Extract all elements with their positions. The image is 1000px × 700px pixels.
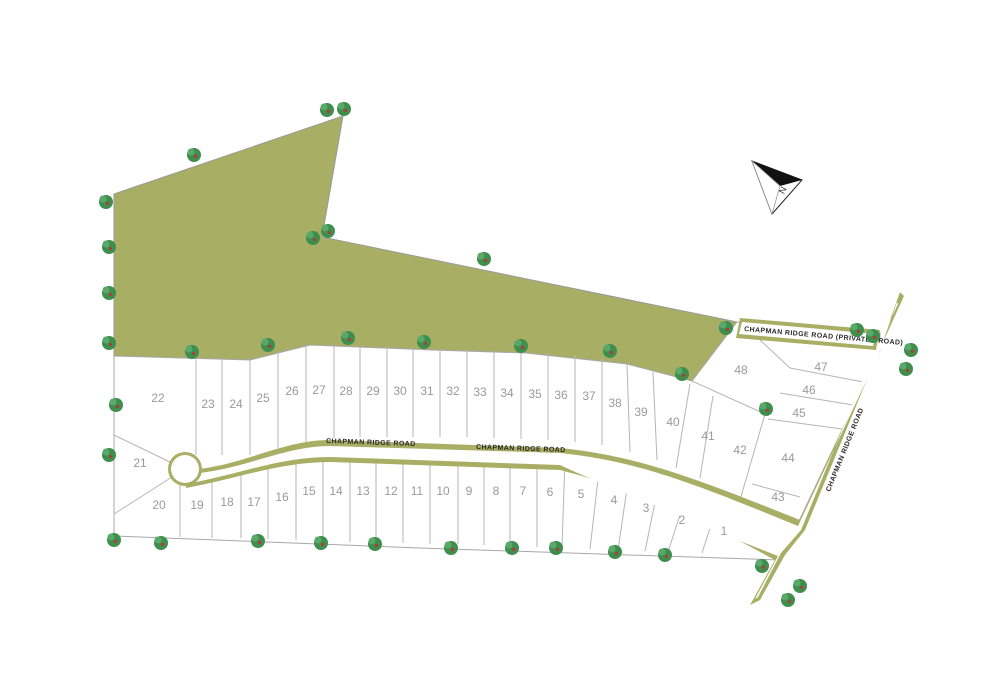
trees [99, 102, 918, 607]
tree-icon [755, 559, 769, 573]
tree-icon [306, 231, 320, 245]
tree-icon [320, 103, 334, 117]
tree-icon [444, 541, 458, 555]
lot-number-30: 30 [393, 384, 407, 398]
lot-number-26: 26 [285, 384, 299, 398]
tree-icon [99, 195, 113, 209]
tree-icon [549, 541, 563, 555]
tree-icon [719, 321, 733, 335]
lot-number-36: 36 [554, 388, 568, 402]
lot-number-7: 7 [520, 484, 527, 498]
lot-number-3: 3 [643, 501, 650, 515]
lot-number-25: 25 [256, 391, 270, 405]
north-arrow-icon: N [751, 160, 803, 216]
lot-number-47: 47 [814, 360, 828, 374]
tree-icon [321, 224, 335, 238]
tree-icon [866, 329, 880, 343]
tree-icon [185, 345, 199, 359]
tree-icon [904, 343, 918, 357]
road-network [168, 292, 904, 605]
tree-icon [658, 548, 672, 562]
lot-number-4: 4 [611, 493, 618, 507]
lot-number-48: 48 [734, 363, 748, 377]
lot-number-17: 17 [247, 495, 261, 509]
lot-number-18: 18 [220, 495, 234, 509]
tree-icon [417, 335, 431, 349]
tree-icon [102, 336, 116, 350]
tree-icon [102, 240, 116, 254]
tree-icon [514, 339, 528, 353]
lot-number-11: 11 [411, 484, 424, 498]
lot-number-8: 8 [493, 484, 500, 498]
tree-icon [850, 323, 864, 337]
tree-icon [251, 534, 265, 548]
lot-number-34: 34 [500, 386, 514, 400]
lot-number-45: 45 [792, 406, 806, 420]
lot-number-13: 13 [356, 484, 370, 498]
lot-number-5: 5 [578, 487, 585, 501]
lot-number-44: 44 [781, 451, 795, 465]
tree-icon [793, 579, 807, 593]
road-label-main-right: CHAPMAN RIDGE ROAD [476, 444, 566, 454]
lot-number-31: 31 [420, 384, 434, 398]
lot-number-29: 29 [366, 384, 380, 398]
lot-number-41: 41 [701, 429, 715, 443]
tree-icon [102, 448, 116, 462]
lot-number-37: 37 [582, 389, 596, 403]
tree-icon [102, 286, 116, 300]
tree-icon [109, 398, 123, 412]
tree-icon [675, 367, 689, 381]
tree-icon [505, 541, 519, 555]
tree-icon [154, 536, 168, 550]
lot-number-27: 27 [312, 383, 326, 397]
lot-number-9: 9 [466, 484, 473, 498]
lot-number-24: 24 [229, 397, 243, 411]
tree-icon [477, 252, 491, 266]
lot-number-35: 35 [528, 387, 542, 401]
lot-number-42: 42 [733, 443, 747, 457]
lot-number-12: 12 [384, 484, 398, 498]
lot-number-20: 20 [152, 498, 166, 512]
lot-number-28: 28 [339, 384, 353, 398]
road-label-main-left: CHAPMAN RIDGE ROAD [326, 438, 416, 448]
lot-number-40: 40 [666, 415, 680, 429]
lot-number-46: 46 [802, 383, 816, 397]
lot-number-23: 23 [201, 397, 215, 411]
lot-number-10: 10 [436, 484, 450, 498]
lot-number-16: 16 [275, 490, 289, 504]
tree-icon [781, 593, 795, 607]
lot-number-2: 2 [679, 513, 686, 527]
tree-icon [187, 148, 201, 162]
lot-number-39: 39 [634, 405, 648, 419]
lot-number-22: 22 [151, 391, 165, 405]
tree-icon [314, 536, 328, 550]
lot-number-14: 14 [329, 484, 343, 498]
tree-icon [341, 331, 355, 345]
lot-number-1: 1 [721, 524, 728, 538]
tree-icon [608, 545, 622, 559]
tree-icon [261, 338, 275, 352]
tree-icon [603, 344, 617, 358]
tree-icon [899, 362, 913, 376]
tree-icon [759, 402, 773, 416]
lot-number-6: 6 [547, 485, 554, 499]
lot-number-43: 43 [771, 490, 785, 504]
lot-number-33: 33 [473, 385, 487, 399]
lot-number-38: 38 [608, 396, 622, 410]
lot-number-32: 32 [446, 384, 460, 398]
lot-number-15: 15 [302, 484, 316, 498]
tree-icon [107, 533, 121, 547]
compass-label: N [777, 185, 789, 195]
lot-number-19: 19 [190, 498, 204, 512]
lot-number-21: 21 [133, 456, 147, 470]
tree-icon [337, 102, 351, 116]
tree-icon [368, 537, 382, 551]
